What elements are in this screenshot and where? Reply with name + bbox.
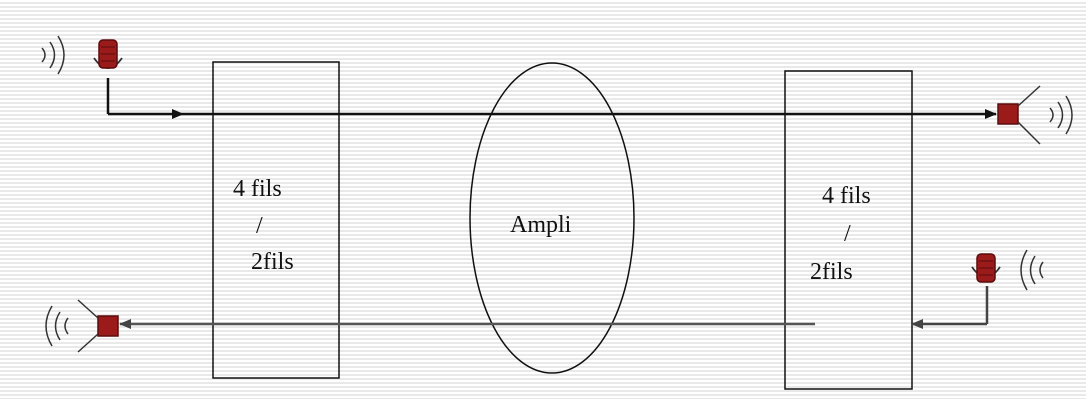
sound-waves-icon [1049,95,1073,135]
sound-waves-icon [41,35,65,75]
left-box-label-line3: 2fils [251,249,294,275]
amplifier-ellipse [469,62,635,374]
right-box-label-line3: 2fils [810,259,853,285]
speaker-icon [77,299,119,353]
left-box-label-line2: / [256,213,263,239]
sound-waves-icon [45,305,69,347]
sound-waves-icon [1020,249,1044,291]
speaker-icon [997,85,1041,145]
amplifier-label: Ampli [510,212,572,238]
right-box-label-line1: 4 fils [822,183,871,209]
microphone-icon [93,39,123,69]
right-box-label-line2: / [844,221,851,247]
right-hybrid-box [784,70,913,390]
left-box-label-line1: 4 fils [233,176,282,202]
left-hybrid-box [212,61,340,379]
microphone-icon [971,253,1001,283]
